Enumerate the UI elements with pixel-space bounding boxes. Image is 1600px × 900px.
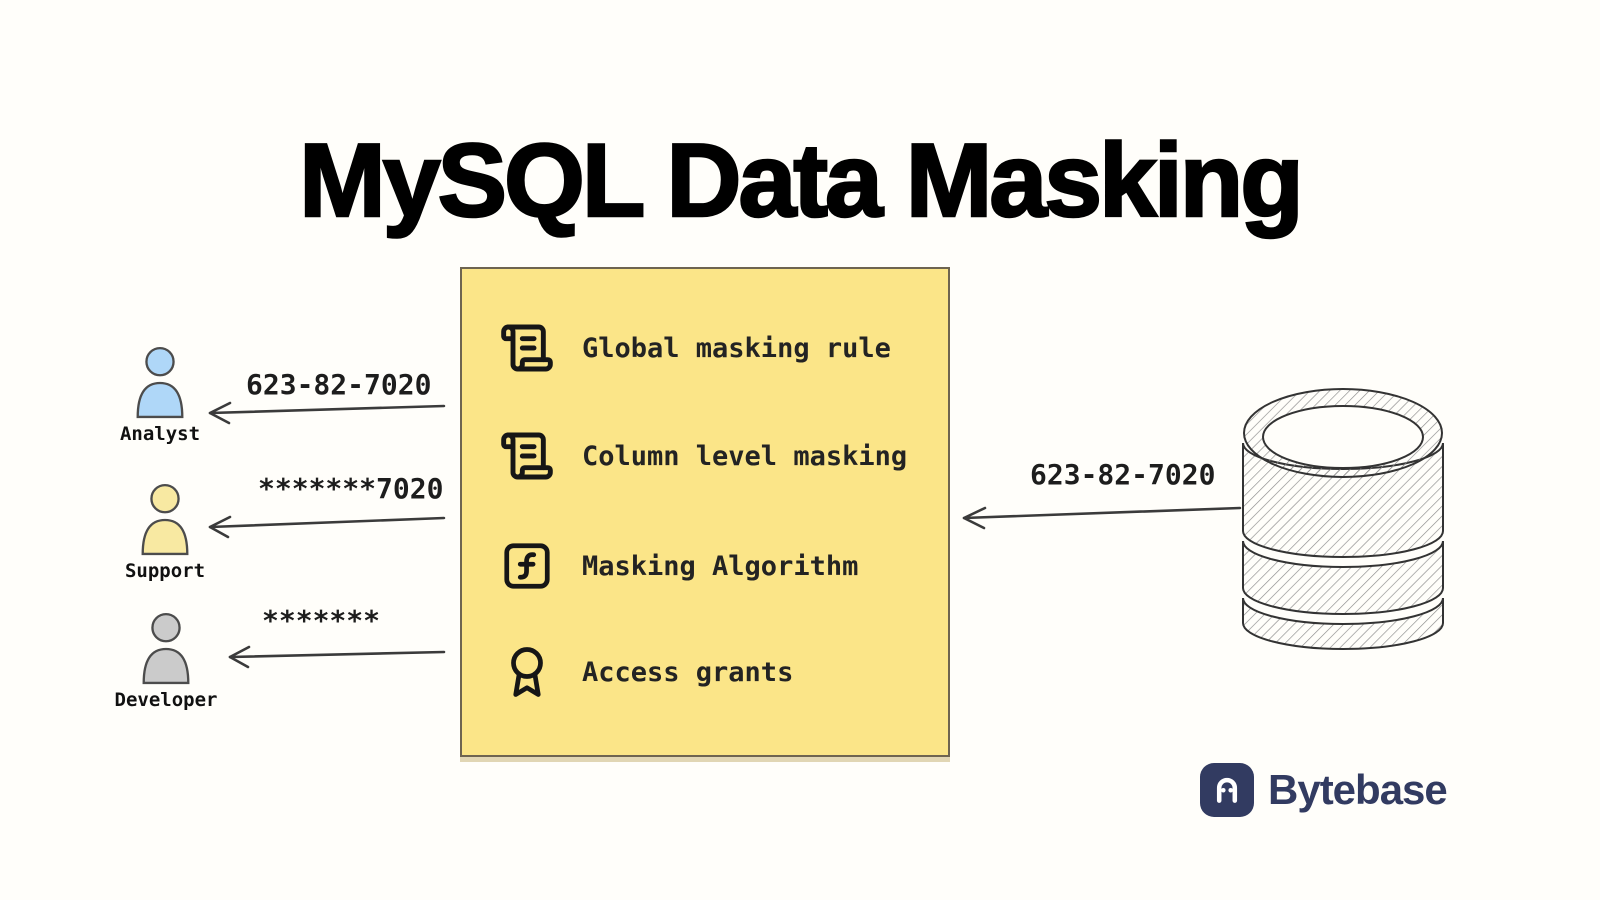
panel-row-global-masking-rule: Global masking rule: [496, 317, 891, 379]
developer-person-icon: [142, 612, 190, 685]
panel-row-column-level-masking: Column level masking: [496, 425, 907, 487]
panel-item-label: Global masking rule: [582, 332, 891, 364]
panel-item-label: Masking Algorithm: [582, 550, 859, 582]
arrow-panel-to-support: [208, 515, 446, 539]
masking-rules-panel: Global masking rule Column level masking…: [460, 267, 950, 757]
actor-label: Analyst: [119, 423, 201, 445]
developer-masked-value: *******: [262, 604, 381, 637]
brand-name: Bytebase: [1268, 766, 1448, 813]
scroll-text-icon: [496, 317, 558, 379]
analyst-masked-value: 623-82-7020: [246, 368, 432, 401]
actor-label: Support: [124, 560, 206, 582]
actor-analyst: Analyst: [112, 346, 208, 445]
panel-row-masking-algorithm: Masking Algorithm: [496, 535, 858, 597]
analyst-person-icon: [136, 346, 184, 419]
bytebase-brand: Bytebase: [1200, 763, 1448, 817]
support-masked-value: *******7020: [258, 472, 444, 505]
arrow-database-to-panel: [962, 506, 1242, 530]
panel-item-label: Column level masking: [582, 440, 908, 472]
scroll-text-icon: [496, 425, 558, 487]
support-person-icon: [141, 483, 189, 556]
function-square-icon: [496, 535, 558, 597]
actor-label: Developer: [114, 689, 218, 711]
award-ribbon-icon: [496, 641, 558, 703]
bytebase-logo-icon: [1200, 763, 1254, 817]
arrow-panel-to-analyst: [208, 401, 446, 425]
panel-row-access-grants: Access grants: [496, 641, 793, 703]
panel-item-label: Access grants: [582, 656, 794, 688]
database-raw-value: 623-82-7020: [1030, 458, 1216, 491]
database-cylinder-icon: [1242, 388, 1444, 650]
page-title: MySQL Data Masking: [298, 122, 1305, 241]
arrow-panel-to-developer: [228, 645, 446, 669]
actor-support: Support: [117, 483, 213, 582]
actor-developer: Developer: [114, 612, 218, 711]
